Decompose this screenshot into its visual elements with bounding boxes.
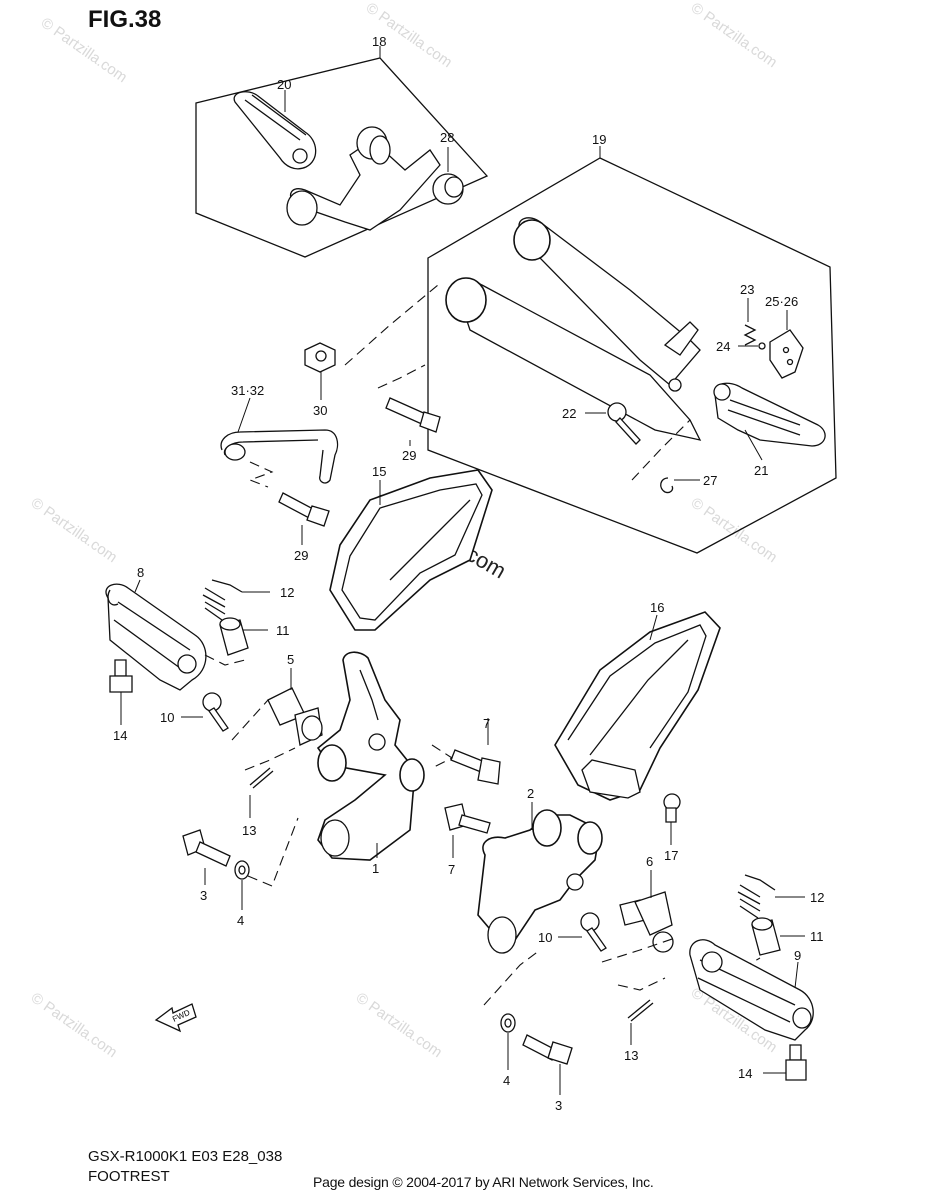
watermark-text: © Partzilla.com [38, 14, 131, 86]
callout-23: 23 [740, 282, 754, 297]
part-11-collar-right [727, 917, 805, 966]
callout-29: 29 [294, 548, 308, 563]
part-3-bolt-right [522, 1034, 573, 1095]
part-12-spring-right [737, 874, 805, 919]
part-14-bolt [109, 659, 133, 725]
callout-1: 1 [372, 861, 379, 876]
part-14-bolt-right [763, 1044, 807, 1081]
part-10-pin-right [558, 912, 676, 963]
part-7-bolt-upper [431, 718, 501, 785]
callout-13: 13 [242, 823, 256, 838]
part-10-pin [181, 692, 269, 741]
callout-20: 20 [277, 77, 291, 92]
part-4-washer-right [500, 1013, 516, 1070]
callout-27: 27 [703, 473, 717, 488]
part-13-cotter-pin-right [617, 977, 666, 1045]
model-code: GSX-R1000K1 E03 E28_038 [88, 1148, 283, 1165]
part-5-pivot [267, 668, 323, 746]
part-1-bracket [316, 651, 425, 861]
watermark-text: © Partzilla.com [688, 494, 781, 566]
callout-3: 3 [200, 888, 207, 903]
callout-2: 2 [527, 786, 534, 801]
callout-4: 4 [237, 913, 244, 928]
callout-labels: 18 20 28 19 23 25·26 24 22 27 21 30 31·3… [113, 34, 824, 1113]
callout-12: 12 [810, 890, 824, 905]
fwd-arrow-icon: FWD [154, 1003, 197, 1033]
part-11-collar [204, 617, 268, 666]
callout-10: 10 [538, 930, 552, 945]
callout-19: 19 [592, 132, 606, 147]
callout-15: 15 [372, 464, 386, 479]
callout-29: 29 [402, 448, 416, 463]
callout-12: 12 [280, 585, 294, 600]
callout-10: 10 [160, 710, 174, 725]
assembly-19 [427, 146, 837, 554]
callout-8: 8 [137, 565, 144, 580]
assembly-18 [195, 46, 489, 258]
callout-25-26: 25·26 [765, 294, 798, 309]
callout-17: 17 [664, 848, 678, 863]
callout-4: 4 [503, 1073, 510, 1088]
callout-14: 14 [738, 1066, 752, 1081]
part-29-bolt-lower [278, 492, 330, 545]
callout-18: 18 [372, 34, 386, 49]
section-name: FOOTREST [88, 1168, 170, 1185]
part-9-footpeg [689, 939, 814, 1041]
part-13-cotter-pin [244, 747, 296, 818]
part-6-pivot [619, 870, 674, 953]
callout-7: 7 [483, 716, 490, 731]
page-credit: Page design © 2004-2017 by ARI Network S… [313, 1174, 654, 1190]
callout-9: 9 [794, 948, 801, 963]
callout-28: 28 [440, 130, 454, 145]
part-4-washer [234, 817, 299, 910]
part-3-bolt [182, 829, 231, 885]
figure-title: FIG.38 [88, 6, 162, 33]
watermark-text: © Partzilla.com [28, 494, 121, 566]
callout-30: 30 [313, 403, 327, 418]
part-8-footpeg [105, 579, 207, 691]
part-29-bolt-upper [377, 364, 441, 446]
watermark-text: © Partzilla.com [688, 0, 781, 71]
callout-7: 7 [448, 862, 455, 877]
callout-31-32: 31·32 [231, 383, 264, 398]
part-7-bolt-lower [444, 803, 491, 858]
watermark-text: © Partzilla.com [28, 989, 121, 1061]
callout-22: 22 [562, 406, 576, 421]
part-30-nut [304, 284, 439, 400]
callout-11: 11 [810, 929, 824, 944]
callout-14: 14 [113, 728, 127, 743]
callout-5: 5 [287, 652, 294, 667]
watermark-text: © Partzilla.com [353, 989, 446, 1061]
callout-6: 6 [646, 854, 653, 869]
callout-13: 13 [624, 1048, 638, 1063]
part-15-heel-plate [329, 469, 493, 631]
part-16-heel-plate [554, 611, 721, 801]
callout-11: 11 [276, 623, 290, 638]
callout-21: 21 [754, 463, 768, 478]
part-2-bracket [477, 802, 603, 1006]
part-12-spring [202, 579, 270, 621]
part-17-screw [663, 793, 681, 845]
callout-24: 24 [716, 339, 730, 354]
callout-16: 16 [650, 600, 664, 615]
callout-3: 3 [555, 1098, 562, 1113]
part-31-32-bracket [220, 397, 339, 488]
